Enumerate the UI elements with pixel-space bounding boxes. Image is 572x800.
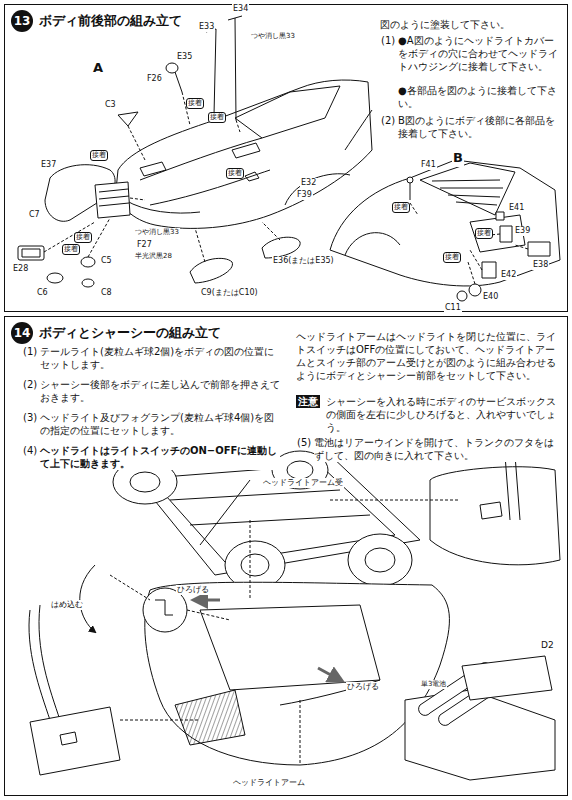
caution-tag: 注意 bbox=[296, 395, 320, 408]
glue-mark: 接着 bbox=[392, 202, 410, 213]
callout-label: ヘッドライトアーム bbox=[232, 778, 306, 788]
callout-label: (5) bbox=[296, 436, 312, 449]
step-title: ボディとシャーシーの組み立て bbox=[39, 324, 221, 342]
callout-label: E33 bbox=[198, 22, 215, 32]
callout-label: E39 bbox=[514, 226, 531, 236]
callout-label: E38 bbox=[532, 260, 549, 270]
instruction-text: 図のように塗装して下さい。 bbox=[380, 18, 560, 31]
instruction-text: シャーシーを入れる時にボディのサービスボックスの側面を左右に少しひろげると、入れ… bbox=[326, 395, 562, 434]
instruction-text: B図のようにボディ後部に各部品を接着して下さい。 bbox=[398, 114, 563, 140]
callout-label: E28 bbox=[12, 264, 29, 274]
figure-letter: B bbox=[452, 150, 464, 167]
step-number-text: 13 bbox=[14, 14, 31, 28]
callout-label: (2) bbox=[22, 378, 38, 391]
callout-label: F39 bbox=[296, 190, 313, 200]
figure-letter: A bbox=[92, 60, 104, 77]
callout-label: C5 bbox=[100, 256, 113, 266]
callout-label: (3) bbox=[22, 411, 38, 424]
callout-label: ひろげる bbox=[346, 682, 380, 692]
step-number: 13 bbox=[11, 10, 33, 32]
callout-label: E41 bbox=[508, 203, 525, 213]
glue-mark: 接着 bbox=[62, 244, 80, 255]
glue-mark: 接着 bbox=[475, 228, 493, 239]
callout-label: ヘッドライトアーム受 bbox=[262, 478, 344, 488]
callout-label: E35 bbox=[176, 52, 193, 62]
instruction-text: ●各部品を図のように接着して下さい。 bbox=[398, 84, 563, 110]
callout-label: C11 bbox=[444, 303, 462, 313]
instruction-text: ヘッドライトはライトスイッチのON−OFFに連動して上下に動きます。 bbox=[40, 444, 280, 470]
callout-label: つや消し黒33 bbox=[250, 32, 296, 41]
callout-label: D2 bbox=[540, 640, 555, 652]
glue-mark: 接着 bbox=[208, 112, 226, 123]
callout-label: (1) bbox=[22, 345, 38, 358]
callout-label: 単3電池 bbox=[420, 680, 447, 689]
glue-mark: 接着 bbox=[74, 232, 92, 243]
instruction-text: 電池はリアーウインドを開けて、トランクのフタをはずして、図の向きに入れて下さい。 bbox=[314, 436, 562, 462]
instruction-text: テールライト(麦粒ムギ球2個)をボディの図の位置にセットします。 bbox=[40, 345, 280, 371]
glue-mark: 接着 bbox=[186, 98, 204, 109]
callout-label: つや消し黒33 bbox=[134, 228, 180, 237]
callout-label: C9(またはC10) bbox=[200, 288, 259, 298]
step-number-text: 14 bbox=[14, 326, 31, 340]
step-title: ボディ前後部の組み立て bbox=[39, 12, 182, 30]
instruction-text: ヘッドライト及びフォグランプ(麦粒ムギ球4個)を図の指定の位置にセットします。 bbox=[40, 411, 280, 437]
glue-mark: 接着 bbox=[443, 252, 461, 263]
callout-label: C8 bbox=[100, 288, 113, 298]
glue-mark: 接着 bbox=[226, 168, 244, 179]
callout-label: 半光沢黒28 bbox=[134, 252, 173, 261]
callout-label: (4) bbox=[22, 444, 38, 457]
callout-label: はめ込む bbox=[50, 600, 84, 610]
callout-label: F41 bbox=[420, 160, 437, 170]
callout-label: E42 bbox=[500, 270, 517, 280]
callout-label: E37 bbox=[40, 160, 57, 170]
callout-label: (1) bbox=[380, 34, 396, 47]
callout-label: E34 bbox=[232, 4, 249, 14]
instruction-text: ヘッドライトアームはヘッドライトを閉じた位置に、ライトスイッチはOFFの位置にし… bbox=[296, 330, 561, 382]
callout-label: F27 bbox=[136, 240, 153, 250]
callout-label: E32 bbox=[300, 178, 317, 188]
callout-label: E36(またはE35) bbox=[272, 256, 335, 266]
callout-label: E40 bbox=[482, 292, 499, 302]
callout-label: (2) bbox=[380, 114, 396, 127]
callout-label: ひろげる bbox=[176, 585, 210, 595]
callout-label: C7 bbox=[28, 210, 41, 220]
callout-label: C6 bbox=[36, 288, 49, 298]
callout-label: C3 bbox=[104, 100, 117, 110]
instruction-text: ●A図のようにヘッドライトカバーをボディの穴に合わせてヘッドライトハウジングに接… bbox=[398, 34, 563, 73]
step-number: 14 bbox=[11, 322, 33, 344]
glue-mark: 接着 bbox=[90, 150, 108, 161]
callout-label: F26 bbox=[146, 74, 163, 84]
instruction-text: シャーシー後部をボディに差し込んで前部を押さえておきます。 bbox=[40, 378, 280, 404]
